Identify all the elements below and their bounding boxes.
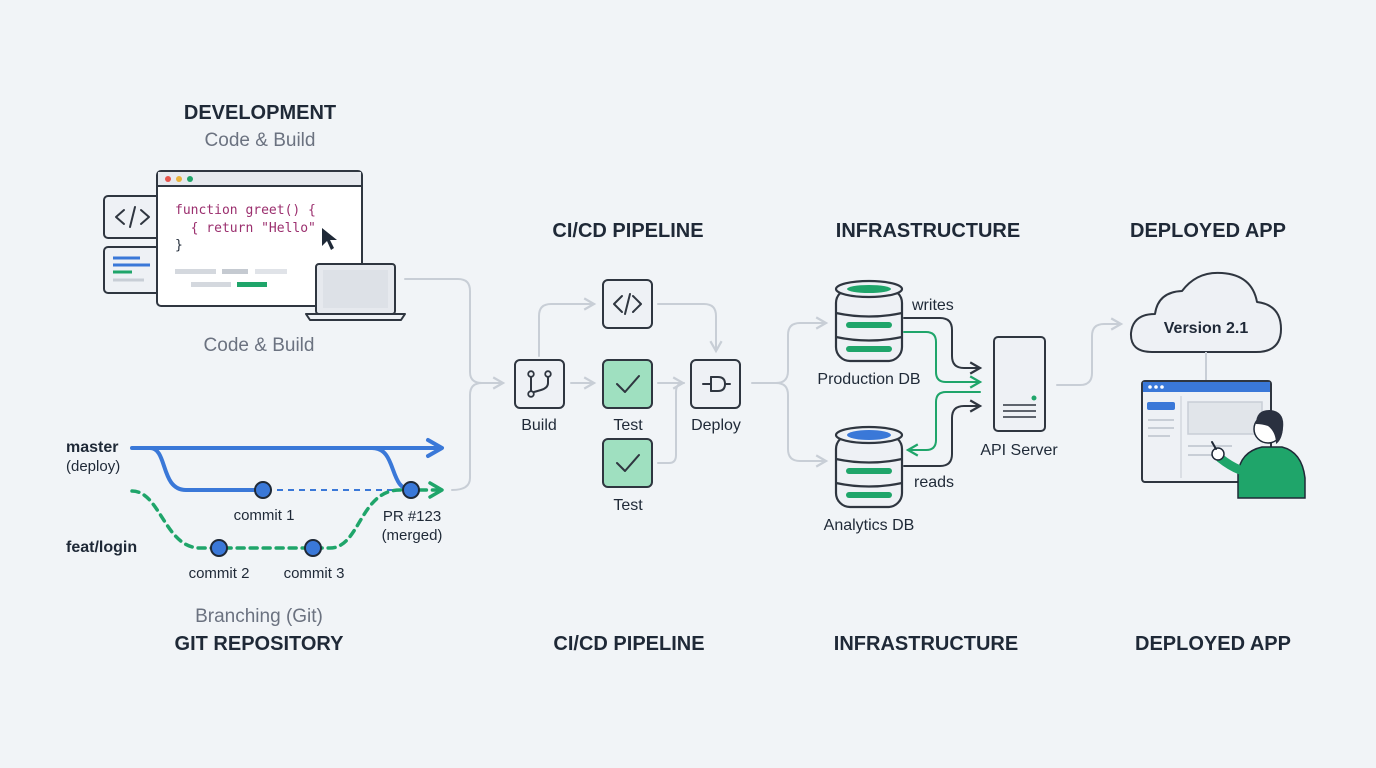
analytics-db-label: Analytics DB [824, 517, 915, 534]
build-label: Build [521, 417, 557, 434]
app-browser-window [1141, 380, 1272, 483]
deployed-app-title: DEPLOYED APP [1130, 220, 1286, 242]
pr-note: (merged) [382, 527, 443, 544]
test-node-2 [602, 438, 653, 488]
code-line-1: function greet() { [175, 203, 316, 218]
production-db-label: Production DB [817, 371, 920, 388]
feature-branch-line [130, 481, 444, 550]
writes-label: writes [911, 297, 954, 314]
code-review-node [602, 279, 653, 329]
development-title: DEVELOPMENT [184, 102, 336, 124]
test-node-1 [602, 359, 653, 409]
window-minimize-dot [176, 176, 182, 182]
production-db [834, 279, 904, 363]
database-icon [834, 425, 904, 509]
pr-merge-node [402, 481, 420, 499]
git-caption: Branching (Git) [195, 606, 323, 627]
development-caption: Code & Build [204, 335, 315, 356]
pr-label: PR #123 [383, 508, 441, 525]
check-icon [616, 375, 640, 393]
deploy-icon [702, 376, 731, 392]
pipeline-title: CI/CD PIPELINE [552, 220, 703, 242]
git-footer-title: GIT REPOSITORY [175, 633, 345, 655]
commit-1-label: commit 1 [234, 507, 295, 524]
test-label-1: Test [613, 417, 643, 434]
cloud-icon [1129, 271, 1282, 353]
deploy-label: Deploy [691, 417, 741, 434]
branch-feature-label: feat/login [66, 539, 137, 556]
pipeline-footer-title: CI/CD PIPELINE [553, 633, 704, 655]
build-node [514, 359, 565, 409]
person-icon [1211, 409, 1306, 499]
commit-3-label: commit 3 [284, 565, 345, 582]
db-server-connectors [903, 317, 983, 467]
commit-3-node [304, 539, 322, 557]
window-close-dot [165, 176, 171, 182]
commit-2-node [210, 539, 228, 557]
api-server-label: API Server [980, 442, 1058, 459]
code-line-3: } [175, 238, 183, 253]
deployed-app-footer-title: DEPLOYED APP [1135, 633, 1291, 655]
code-icon [613, 293, 642, 315]
commit-1-node [254, 481, 272, 499]
code-line-2: { return "Hello" [175, 221, 316, 236]
laptop-icon [305, 263, 406, 321]
version-label: Version 2.1 [1164, 320, 1249, 337]
development-subtitle: Code & Build [205, 130, 316, 151]
flow-connectors [404, 278, 1124, 491]
branch-master-label: master [66, 439, 118, 456]
infrastructure-footer-title: INFRASTRUCTURE [834, 633, 1018, 655]
api-server [993, 336, 1046, 432]
database-icon [834, 279, 904, 363]
code-editor-window: function greet() { { return "Hello" } [156, 170, 363, 307]
analytics-db [834, 425, 904, 509]
reads-label: reads [914, 474, 954, 491]
window-maximize-dot [187, 176, 193, 182]
commit-2-label: commit 2 [189, 565, 250, 582]
code-icon [115, 206, 150, 228]
server-icon [993, 336, 1046, 432]
branch-master-note: (deploy) [66, 458, 120, 475]
test-label-2: Test [613, 497, 643, 514]
deploy-node [690, 359, 741, 409]
infrastructure-title: INFRASTRUCTURE [836, 220, 1020, 242]
check-icon [616, 454, 640, 472]
source-file-card [103, 246, 161, 294]
git-branch-icon [527, 370, 552, 398]
master-branch-line [130, 438, 444, 492]
cursor-icon [322, 228, 337, 250]
code-snippet-card [103, 195, 161, 239]
